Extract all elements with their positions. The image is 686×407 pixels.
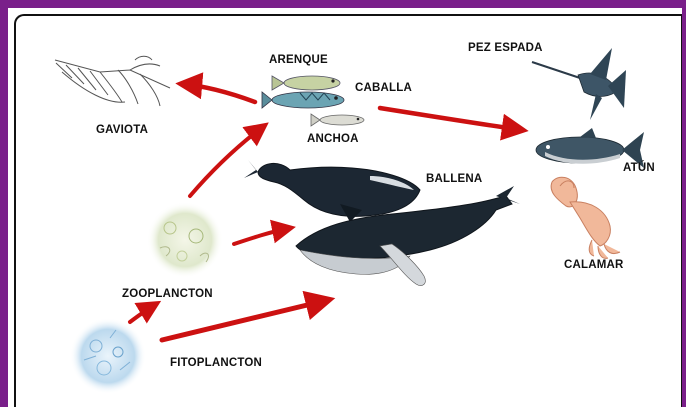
label-gaviota: GAVIOTA	[96, 124, 148, 136]
label-arenque: ARENQUE	[269, 54, 328, 66]
label-fitoplancton: FITOPLANCTON	[170, 357, 262, 369]
anchovy-fish	[311, 114, 364, 126]
label-ballena: BALLENA	[426, 173, 482, 185]
label-pez-espada: PEZ ESPADA	[468, 42, 543, 54]
arrow-fish-to-gull	[182, 84, 255, 102]
label-zooplancton: ZOOPLANCTON	[122, 288, 213, 300]
squid-illustration	[551, 177, 620, 258]
arrow-fito-to-zoo	[130, 304, 156, 322]
label-atun: ATÚN	[623, 162, 655, 174]
phytoplankton-illustration	[70, 318, 146, 394]
arrow-zoo-to-whale	[234, 228, 290, 244]
arrow-fito-to-whale	[162, 300, 328, 340]
swordfish-illustration	[532, 48, 626, 120]
label-calamar: CALAMAR	[564, 259, 624, 271]
small-fish-illustration	[262, 76, 364, 126]
herring-fish	[272, 76, 340, 90]
arrow-zoo-to-fish	[190, 126, 264, 196]
zooplankton-illustration	[147, 202, 223, 278]
right-whale-illustration	[244, 160, 420, 222]
seagull-illustration	[55, 56, 170, 106]
label-caballa: CABALLA	[355, 82, 412, 94]
mackerel-fish	[262, 92, 344, 108]
label-anchoa: ANCHOA	[307, 133, 359, 145]
arrow-fish-to-tuna	[380, 108, 522, 130]
